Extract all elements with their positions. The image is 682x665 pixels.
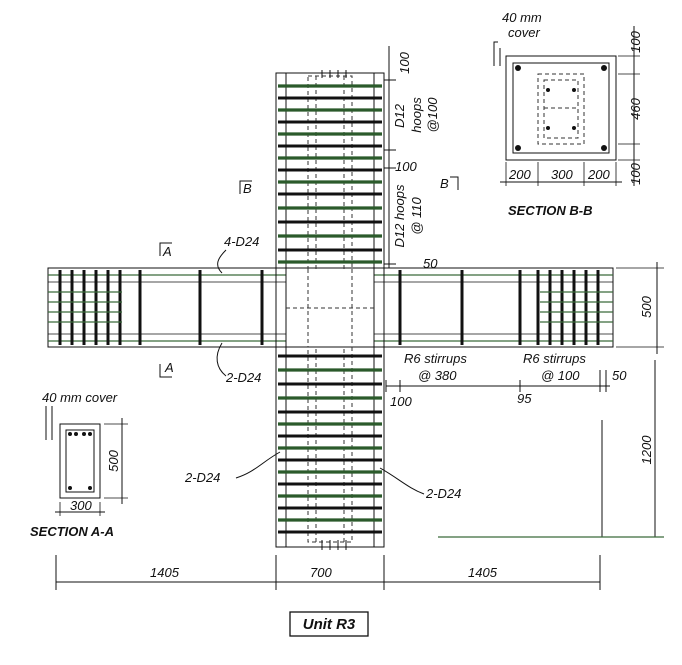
column-dimensions: 100 D12 hoops hoops @100 100 D12 hoops @… [384,46,440,271]
column [275,70,385,550]
hoops-100-label-3: hoops [409,97,424,133]
beam-right-stirrups [398,270,600,345]
stirrups-100-label-2: @ 100 [541,368,580,383]
stirrups-380-label-2: @ 380 [418,368,457,383]
hoops-110-label-2: @ 110 [409,196,424,234]
column-bar-left-label: 2-D24 [184,470,220,485]
section-mark-a-top: A [162,244,172,259]
beam-top-bars-label: 4-D24 [224,234,259,249]
drawing-title: Unit R3 [303,616,356,633]
section-bb-dim-bottom: 100 [628,162,643,184]
column-lower-hoops [278,354,382,534]
section-bb-dim-top: 100 [628,30,643,52]
section-bb-cover-label-2: cover [508,25,540,40]
hoops-100-label-4: @100 [425,97,440,133]
section-bb-cover-label-1: 40 mm [502,10,542,25]
overall-dimensions: 1405 700 1405 [55,555,601,590]
section-aa-width: 300 [70,498,92,513]
column-width-dim: 700 [310,565,332,580]
section-aa: 40 mm cover 500 300 SECTION A-A [30,390,128,539]
beam [47,267,614,348]
stirrups-380-label-1: R6 stirrups [404,351,467,366]
right-span-dim: 1405 [468,565,498,580]
section-bb-title: SECTION B-B [508,203,593,218]
beam-dim-95: 95 [517,391,532,406]
section-mark-b-right: B [440,176,449,191]
section-mark-a-bottom: A [164,360,174,375]
section-mark-a: A A [159,242,174,378]
beam-left-stirrups [58,270,264,345]
title-box: Unit R3 [289,611,369,637]
joint-dim: 50 [423,256,438,271]
section-mark-b: B B [239,176,459,196]
section-mark-b-left: B [243,181,252,196]
section-bb-dim-right: 200 [587,167,610,182]
beam-dim-100: 100 [390,394,412,409]
section-bb-dim-center: 300 [551,167,573,182]
stirrups-100-label-1: R6 stirrups [523,351,586,366]
column-top-dim: 100 [397,51,412,73]
section-aa-title: SECTION A-A [30,524,114,539]
beam-dimensions: 500 R6 stirrups @ 380 R6 stirrups @ 100 … [385,262,664,409]
column-mid-dim: 100 [395,159,417,174]
beam-depth-dim: 500 [639,295,654,317]
section-aa-cover-label: 40 mm cover [42,390,118,405]
height-dim: 1200 [639,435,654,465]
height-dimension: 1200 [438,360,664,538]
hoops-110-label-1: D12 hoops [392,184,407,247]
section-bb-dim-mid: 460 [628,97,643,119]
column-upper-hoops [278,84,382,264]
section-aa-height: 500 [106,449,121,471]
beam-outline [47,267,614,348]
hoops-100-label-1: D12 [392,103,407,128]
beam-end-dim: 50 [612,368,627,383]
left-span-dim: 1405 [150,565,180,580]
section-bb-dim-left: 200 [508,167,531,182]
section-bb: 40 mm cover 100 460 100 200 300 200 [493,10,643,218]
column-bar-right-label: 2-D24 [425,486,461,501]
beam-bottom-bars-label: 2-D24 [225,370,261,385]
